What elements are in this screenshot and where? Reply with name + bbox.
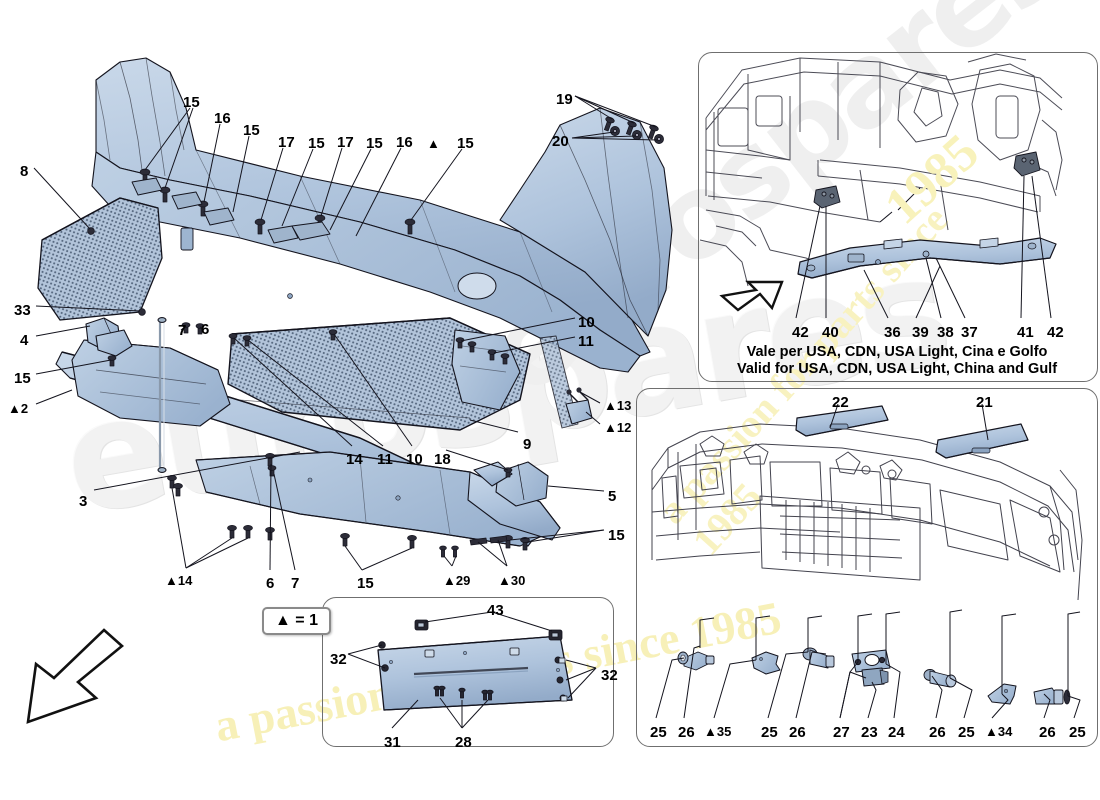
- callout-label-tri: ▲: [427, 136, 440, 151]
- callout-label-7: 7: [291, 575, 300, 592]
- leader-lines-left: [33, 167, 301, 491]
- callout-label-32: 32: [330, 651, 347, 668]
- callout-label-31: 31: [384, 734, 401, 751]
- callout-label-8: 8: [20, 163, 29, 180]
- callout-label-11: 11: [578, 333, 594, 350]
- callout-label-5: 5: [608, 488, 617, 505]
- callout-label-tri2: ▲2: [8, 401, 29, 416]
- callout-label-tri13: ▲13: [604, 398, 632, 413]
- callout-label-16: 16: [214, 110, 231, 127]
- callout-label-6: 6: [201, 321, 210, 338]
- callout-label-26: 26: [789, 724, 806, 741]
- callout-label-10: 10: [406, 451, 423, 468]
- callout-label-tri35: ▲35: [704, 724, 732, 739]
- callout-label-27: 27: [833, 724, 850, 741]
- fastener-group-bottom: [167, 453, 530, 558]
- callout-label-25: 25: [958, 724, 975, 741]
- clip-pad-group: [131, 177, 331, 244]
- inset-box-bottom-left: [322, 597, 614, 747]
- callout-label-26: 26: [929, 724, 946, 741]
- upper-mesh-grille: [37, 197, 163, 321]
- right-bracket-5: [473, 461, 549, 507]
- callout-label-15: 15: [366, 135, 383, 152]
- callout-label-42: 42: [1047, 324, 1064, 341]
- callout-label-7: 7: [178, 322, 187, 339]
- clip-33: [138, 308, 146, 316]
- inset-box-bottom-right: [636, 388, 1098, 747]
- callout-label-17: 17: [337, 134, 354, 151]
- callout-label-14: 14: [346, 451, 363, 468]
- callout-label-3: 3: [79, 493, 88, 510]
- callout-label-15: 15: [608, 527, 625, 544]
- callout-label-36: 36: [884, 324, 901, 341]
- callout-label-15: 15: [357, 575, 374, 592]
- screw-washer-group-19-20: [604, 116, 664, 144]
- callout-label-25: 25: [650, 724, 667, 741]
- callout-label-41: 41: [1017, 324, 1034, 341]
- front-splitter-lower: [55, 351, 541, 547]
- perforated-strip: [539, 335, 579, 429]
- callout-label-40: 40: [822, 324, 839, 341]
- callout-label-37: 37: [961, 324, 978, 341]
- callout-label-tri30: ▲30: [498, 573, 526, 588]
- leader-lines-inner: [180, 325, 519, 471]
- callout-label-19: 19: [556, 91, 573, 108]
- callout-label-26: 26: [678, 724, 695, 741]
- legend-text: ▲ = 1: [275, 612, 318, 629]
- leader-lines-top: [144, 107, 463, 237]
- leader-lines-bottom: [171, 463, 508, 571]
- callout-label-22: 22: [832, 394, 849, 411]
- callout-label-15: 15: [14, 370, 31, 387]
- vertical-support-rods: [157, 317, 167, 473]
- callout-label-18: 18: [434, 451, 451, 468]
- callout-label-43: 43: [487, 602, 504, 619]
- callout-label-tri14: ▲14: [165, 573, 193, 588]
- bracket-12-13: [565, 387, 593, 425]
- legend-triangle-equals-one: ▲ = 1: [262, 607, 331, 635]
- callout-label-16: 16: [396, 134, 413, 151]
- callout-label-20: 20: [552, 133, 569, 150]
- leader-lines-right: [460, 95, 659, 543]
- callout-label-17: 17: [278, 134, 295, 151]
- clip-8: [87, 227, 95, 235]
- callout-label-4: 4: [20, 332, 29, 349]
- left-bracket-4: [85, 317, 121, 351]
- callout-label-tri29: ▲29: [443, 573, 471, 588]
- callout-label-11: 11: [377, 451, 393, 468]
- side-air-duct: [451, 329, 521, 411]
- callout-label-9: 9: [523, 436, 532, 453]
- fastener-group-top: [139, 168, 416, 235]
- callout-label-42: 42: [792, 324, 809, 341]
- callout-label-10: 10: [578, 314, 595, 331]
- callout-label-28: 28: [455, 734, 472, 751]
- callout-label-tri12: ▲12: [604, 420, 632, 435]
- callout-label-33: 33: [14, 302, 31, 319]
- callout-label-tri34: ▲34: [985, 724, 1013, 739]
- mid-air-scoop: [71, 339, 231, 427]
- callout-label-6: 6: [266, 575, 275, 592]
- callout-label-25: 25: [1069, 724, 1086, 741]
- left-bracket-4b: [95, 329, 133, 357]
- inset-box-top-right: [698, 52, 1098, 382]
- callout-label-15: 15: [457, 135, 474, 152]
- callout-label-23: 23: [861, 724, 878, 741]
- callout-label-38: 38: [937, 324, 954, 341]
- fastener-15-left: [107, 355, 117, 367]
- callout-label-25: 25: [761, 724, 778, 741]
- central-mesh-grille: [227, 317, 531, 431]
- callout-label-15: 15: [243, 122, 260, 139]
- callout-label-39: 39: [912, 324, 929, 341]
- callout-label-15: 15: [308, 135, 325, 152]
- callout-label-24: 24: [888, 724, 905, 741]
- callout-label-26: 26: [1039, 724, 1056, 741]
- inset-caption-line-it: Vale per USA, CDN, USA Light, Cina e Gol…: [746, 344, 1048, 360]
- callout-label-15: 15: [183, 94, 200, 111]
- direction-arrow-main: [26, 628, 125, 724]
- callout-label-32: 32: [601, 667, 618, 684]
- callout-label-21: 21: [976, 394, 993, 411]
- inset-caption-line-en: Valid for USA, CDN, USA Light, China and…: [736, 361, 1058, 377]
